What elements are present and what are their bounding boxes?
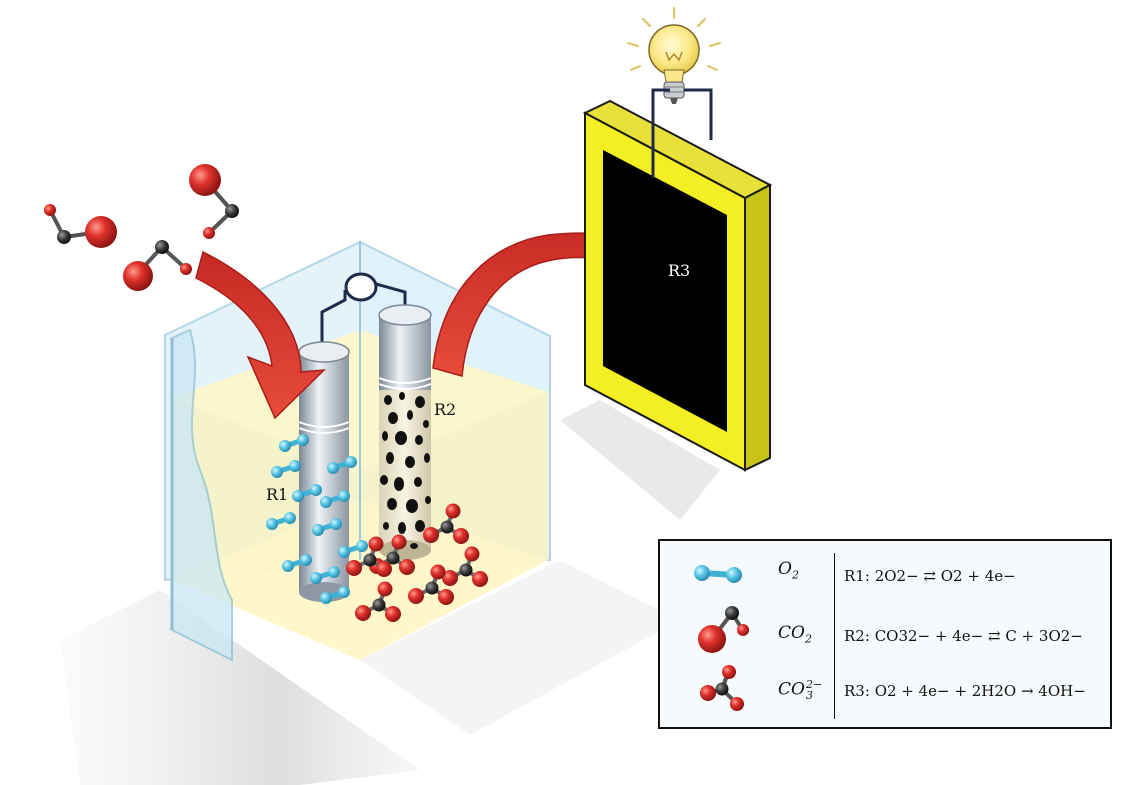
- carbon-dioxide-molecule-icon: [698, 606, 749, 653]
- carbon-dioxide-molecules: [44, 164, 239, 291]
- light-bulb-icon: [627, 7, 721, 104]
- battery-screen: [603, 150, 727, 432]
- electrode-wire: [320, 272, 407, 350]
- battery-device: [582, 99, 773, 472]
- reaction-r3: R3: O2 + 4e− + 2H2O → 4OH−: [844, 682, 1086, 700]
- label-r3: R3: [668, 261, 690, 280]
- electrode-r2: [378, 304, 432, 560]
- legend-divider: [834, 553, 835, 719]
- floor-shadow: [60, 400, 720, 785]
- reaction-r1: R1: 2O2− ⇄ O2 + 4e−: [844, 567, 1016, 585]
- legend-species-co2: CO2: [778, 623, 812, 646]
- input-arrow: [195, 250, 327, 420]
- label-r2: R2: [434, 400, 456, 419]
- oxygen-molecule-icon: [694, 565, 742, 583]
- label-r1: R1: [266, 485, 288, 504]
- reaction-r2: R2: CO32− + 4e− ⇄ C + 3O2−: [844, 627, 1083, 645]
- bulb-wire: [651, 88, 713, 178]
- legend-species-o2: O2: [778, 559, 799, 582]
- carbonate-ion-icon: [700, 665, 744, 711]
